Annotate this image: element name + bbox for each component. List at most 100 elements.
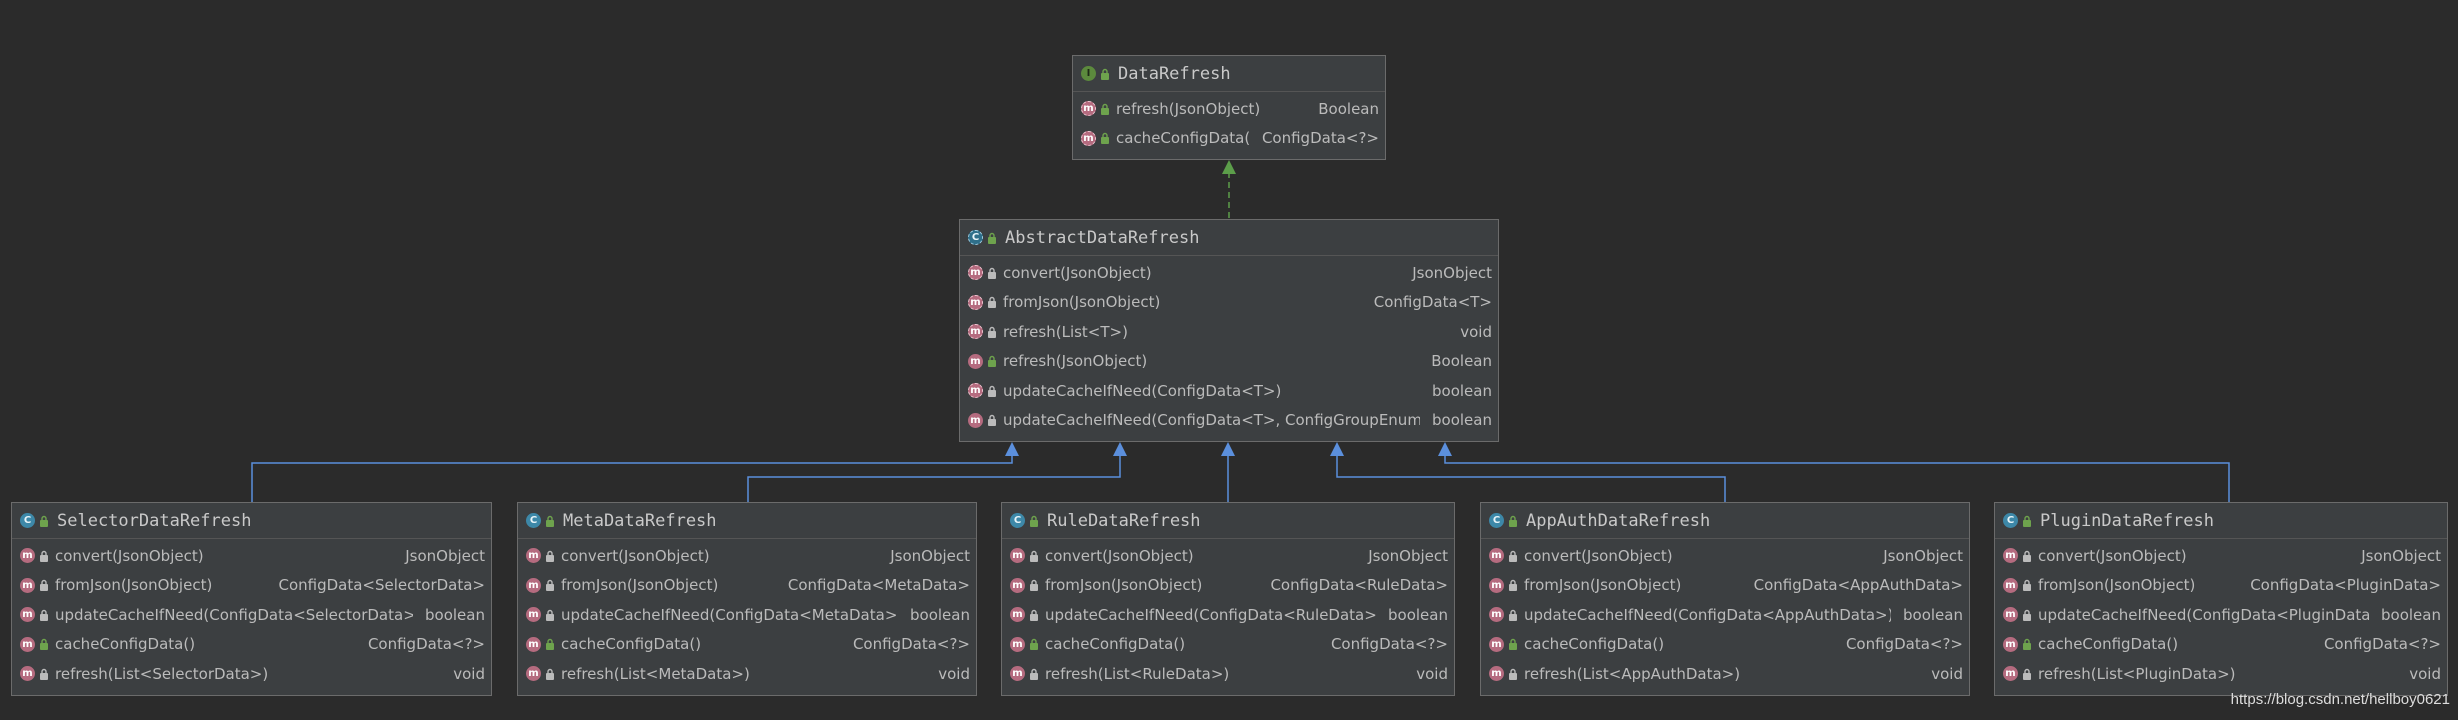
method-name: updateCacheIfNeed(ConfigData<AppAuthData… [1524, 605, 1892, 624]
method-icon: m [20, 636, 35, 652]
public-visibility-icon [1096, 68, 1110, 80]
protected-visibility-icon [2018, 550, 2032, 562]
class-title: RuleDataRefresh [1047, 510, 1201, 531]
method-name: refresh(List<MetaData>) [561, 664, 750, 683]
abstract-class-icon: C [968, 230, 983, 245]
method-return-type: JsonObject [1883, 546, 1963, 565]
method-name: refresh(List<PluginData>) [2038, 664, 2236, 683]
method-icon: m [526, 607, 541, 623]
method-icon: m [968, 412, 983, 428]
method-icon: m [20, 577, 35, 593]
class-title: MetaDataRefresh [563, 510, 717, 531]
method-return-type: ConfigData<?> [367, 635, 485, 654]
method-return-type: JsonObject [890, 546, 970, 565]
method-icon: m [1489, 666, 1504, 682]
method-return-type: JsonObject [1368, 546, 1448, 565]
method-name: refresh(List<T>) [1003, 322, 1128, 341]
method-name: fromJson(JsonObject) [1524, 576, 1682, 595]
method-return-type: JsonObject [1412, 263, 1492, 282]
method-name: fromJson(JsonObject) [55, 576, 213, 595]
extends-edge [1444, 454, 2230, 502]
method-icon: m [526, 666, 541, 682]
method-icon: m [526, 548, 541, 564]
method-return-type: ConfigData<SelectorData> [278, 576, 485, 595]
method-icon: m [2003, 548, 2018, 564]
method-row[interactable]: m fromJson(JsonObject) ConfigData<Selector… [12, 571, 491, 601]
method-return-type: ConfigData<?> [1261, 129, 1379, 148]
protected-visibility-icon [541, 609, 555, 621]
method-icon: m [1489, 607, 1504, 623]
method-name: refresh(List<RuleData>) [1045, 664, 1230, 683]
class-title: SelectorDataRefresh [57, 510, 252, 531]
method-return-type: ConfigData<?> [1330, 635, 1448, 654]
method-row[interactable]: m updateCacheIfNeed(ConfigData<AppAuthDat… [1481, 600, 1969, 630]
protected-visibility-icon [1504, 550, 1518, 562]
interface-icon: I [1081, 66, 1096, 81]
class-header: C MetaDataRefresh [518, 503, 976, 539]
method-icon: m [2003, 636, 2018, 652]
method-icon: m [2003, 607, 2018, 623]
public-visibility-icon [1096, 103, 1110, 115]
method-return-type: ConfigData<RuleData> [1270, 576, 1448, 595]
public-visibility-icon [1504, 515, 1518, 527]
public-visibility-icon [35, 638, 49, 651]
public-visibility-icon [1025, 638, 1039, 651]
protected-visibility-icon [35, 609, 49, 621]
protected-visibility-icon [1025, 668, 1039, 680]
protected-visibility-icon [983, 414, 997, 427]
method-icon: m [1489, 577, 1504, 593]
method-name: cacheConfigData() [2038, 635, 2179, 654]
protected-visibility-icon [1025, 609, 1039, 621]
method-return-type: void [1460, 322, 1492, 341]
abstract-method-icon: m [968, 383, 983, 399]
class-icon: C [1010, 513, 1025, 528]
class-icon: C [2003, 513, 2018, 528]
public-visibility-icon [2018, 515, 2032, 527]
extends-arrowhead [1113, 442, 1127, 456]
protected-visibility-icon [35, 668, 49, 680]
class-icon: C [526, 513, 541, 528]
method-return-type: void [453, 664, 485, 683]
